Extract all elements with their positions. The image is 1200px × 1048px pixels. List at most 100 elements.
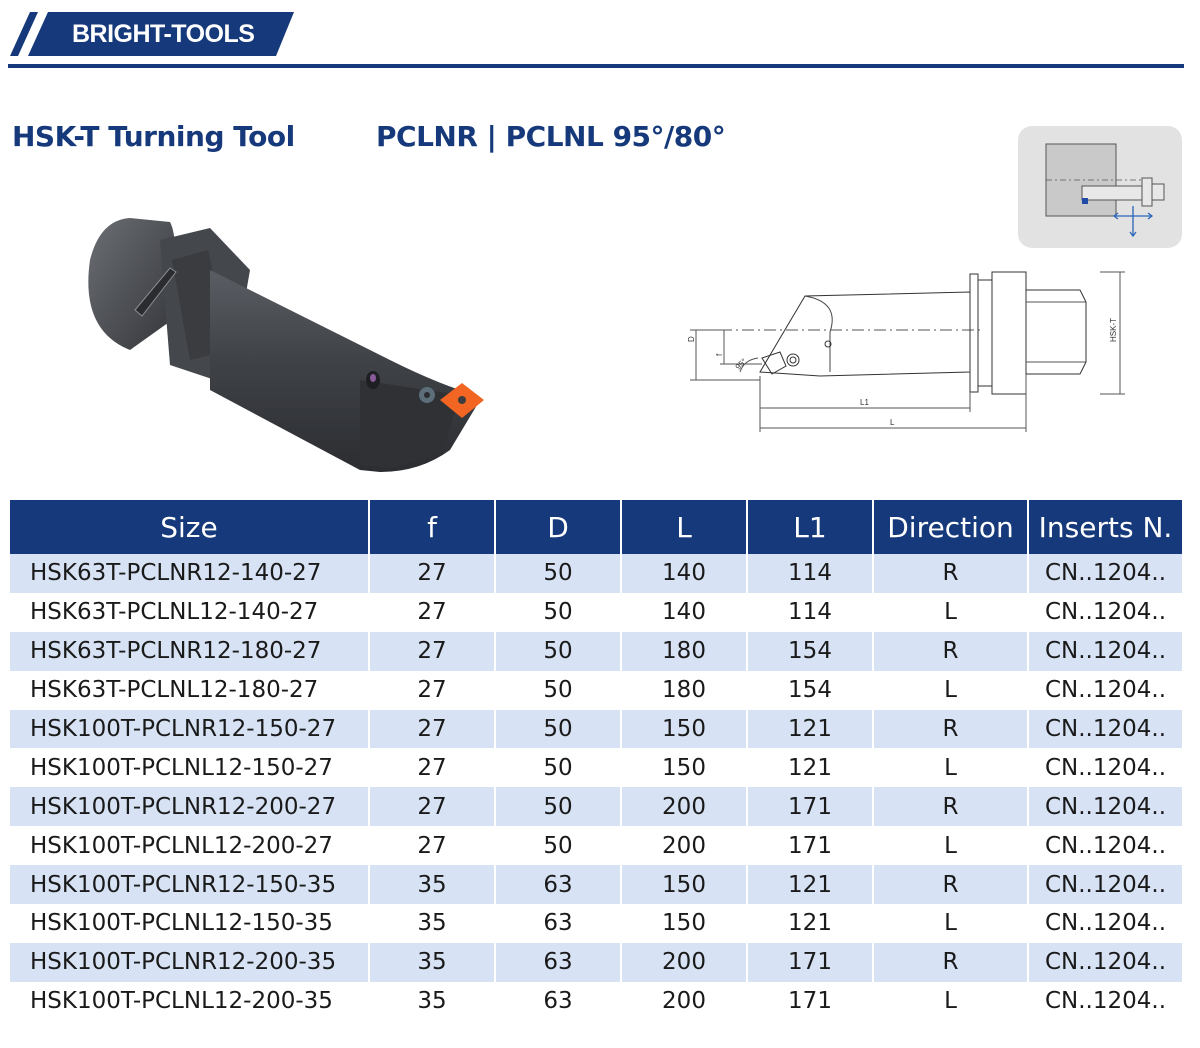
table-header-row: Size f D L L1 Direction Inserts N. — [10, 500, 1182, 554]
label-D: D — [687, 336, 696, 342]
table-row: HSK63T-PCLNL12-140-27 27 50 140 114 L CN… — [10, 592, 1182, 632]
cell-l: 150 — [621, 865, 748, 905]
model-title: PCLNR | PCLNL 95°/80° — [376, 120, 726, 153]
table-row: HSK100T-PCLNR12-150-35 35 63 150 121 R C… — [10, 865, 1182, 905]
cell-l: 150 — [621, 904, 748, 943]
cell-size: HSK100T-PCLNL12-150-35 — [10, 904, 370, 943]
cell-f: 27 — [369, 670, 496, 710]
label-angle: 95° — [734, 357, 749, 372]
cell-l1: 171 — [747, 981, 874, 1021]
cell-inserts: CN..1204.. — [1028, 709, 1182, 749]
cell-d: 63 — [495, 942, 622, 982]
cell-f: 35 — [369, 904, 496, 943]
header-rule — [8, 64, 1184, 68]
cell-d: 50 — [495, 709, 622, 749]
table-row: HSK100T-PCLNR12-200-35 35 63 200 171 R C… — [10, 942, 1182, 982]
cell-l1: 121 — [747, 904, 874, 943]
table-row: HSK100T-PCLNR12-200-27 27 50 200 171 R C… — [10, 787, 1182, 827]
table-row: HSK100T-PCLNL12-150-35 35 63 150 121 L C… — [10, 904, 1182, 943]
brand-name: BRIGHT-TOOLS — [72, 20, 255, 48]
cell-direction: L — [873, 592, 1029, 632]
cell-size: HSK100T-PCLNR12-150-35 — [10, 865, 370, 905]
table-row: HSK100T-PCLNR12-150-27 27 50 150 121 R C… — [10, 709, 1182, 749]
table-row: HSK63T-PCLNR12-140-27 27 50 140 114 R CN… — [10, 554, 1182, 593]
header-d: D — [495, 500, 622, 554]
cell-size: HSK100T-PCLNR12-150-27 — [10, 709, 370, 749]
cell-l1: 114 — [747, 592, 874, 632]
cell-l1: 154 — [747, 631, 874, 671]
cell-size: HSK100T-PCLNR12-200-27 — [10, 787, 370, 827]
label-f: f — [715, 353, 724, 356]
cell-f: 27 — [369, 787, 496, 827]
cell-f: 35 — [369, 942, 496, 982]
cell-inserts: CN..1204.. — [1028, 631, 1182, 671]
cell-inserts: CN..1204.. — [1028, 554, 1182, 593]
machining-direction-diagram — [1018, 126, 1182, 248]
cell-l1: 171 — [747, 942, 874, 982]
label-L1: L1 — [860, 398, 869, 407]
cell-inserts: CN..1204.. — [1028, 592, 1182, 632]
table-row: HSK100T-PCLNL12-150-27 27 50 150 121 L C… — [10, 748, 1182, 788]
cell-size: HSK100T-PCLNL12-200-35 — [10, 981, 370, 1021]
cell-l: 200 — [621, 981, 748, 1021]
cell-f: 27 — [369, 592, 496, 632]
table-row: HSK63T-PCLNR12-180-27 27 50 180 154 R CN… — [10, 631, 1182, 671]
dimension-drawing: D f 95° L1 L HSK-T — [680, 262, 1140, 442]
brand-logo: BRIGHT-TOOLS — [8, 12, 294, 56]
cell-direction: R — [873, 942, 1029, 982]
cell-direction: L — [873, 748, 1029, 788]
cell-inserts: CN..1204.. — [1028, 670, 1182, 710]
cell-direction: R — [873, 631, 1029, 671]
cell-f: 35 — [369, 981, 496, 1021]
cell-direction: L — [873, 981, 1029, 1021]
brand-banner-shape — [10, 12, 294, 56]
cell-direction: R — [873, 709, 1029, 749]
cell-size: HSK63T-PCLNR12-140-27 — [10, 554, 370, 593]
header-l: L — [621, 500, 748, 554]
cell-l: 140 — [621, 592, 748, 632]
header-l1: L1 — [747, 500, 874, 554]
cell-l1: 121 — [747, 865, 874, 905]
cell-direction: R — [873, 554, 1029, 593]
table-row: HSK63T-PCLNL12-180-27 27 50 180 154 L CN… — [10, 670, 1182, 710]
cell-size: HSK100T-PCLNL12-150-27 — [10, 748, 370, 788]
cell-l: 200 — [621, 787, 748, 827]
cell-l: 150 — [621, 709, 748, 749]
header-inserts: Inserts N. — [1028, 500, 1182, 554]
cell-size: HSK100T-PCLNR12-200-35 — [10, 942, 370, 982]
table-row: HSK100T-PCLNL12-200-27 27 50 200 171 L C… — [10, 826, 1182, 866]
cell-inserts: CN..1204.. — [1028, 865, 1182, 905]
label-L: L — [890, 418, 895, 427]
cell-inserts: CN..1204.. — [1028, 826, 1182, 866]
cell-d: 50 — [495, 592, 622, 632]
label-hsk: HSK-T — [1109, 318, 1118, 342]
cell-f: 27 — [369, 748, 496, 788]
cell-d: 63 — [495, 981, 622, 1021]
cell-l1: 154 — [747, 670, 874, 710]
cell-f: 27 — [369, 709, 496, 749]
cell-l: 140 — [621, 554, 748, 593]
spec-table: Size f D L L1 Direction Inserts N. HSK63… — [10, 500, 1182, 1021]
cell-d: 50 — [495, 748, 622, 788]
cell-direction: L — [873, 904, 1029, 943]
cell-d: 50 — [495, 670, 622, 710]
cell-l: 180 — [621, 670, 748, 710]
cell-direction: R — [873, 787, 1029, 827]
cell-l1: 121 — [747, 709, 874, 749]
cell-l: 200 — [621, 826, 748, 866]
product-title: HSK-T Turning Tool — [12, 120, 295, 153]
cell-size: HSK63T-PCLNR12-180-27 — [10, 631, 370, 671]
cell-inserts: CN..1204.. — [1028, 981, 1182, 1021]
cell-inserts: CN..1204.. — [1028, 787, 1182, 827]
cell-d: 50 — [495, 787, 622, 827]
cell-size: HSK63T-PCLNL12-180-27 — [10, 670, 370, 710]
cell-f: 27 — [369, 826, 496, 866]
cell-f: 27 — [369, 631, 496, 671]
cell-l1: 171 — [747, 826, 874, 866]
cell-l: 180 — [621, 631, 748, 671]
cell-direction: R — [873, 865, 1029, 905]
cell-inserts: CN..1204.. — [1028, 904, 1182, 943]
table-row: HSK100T-PCLNL12-200-35 35 63 200 171 L C… — [10, 981, 1182, 1021]
cell-l1: 171 — [747, 787, 874, 827]
tool-product-image — [60, 200, 500, 490]
